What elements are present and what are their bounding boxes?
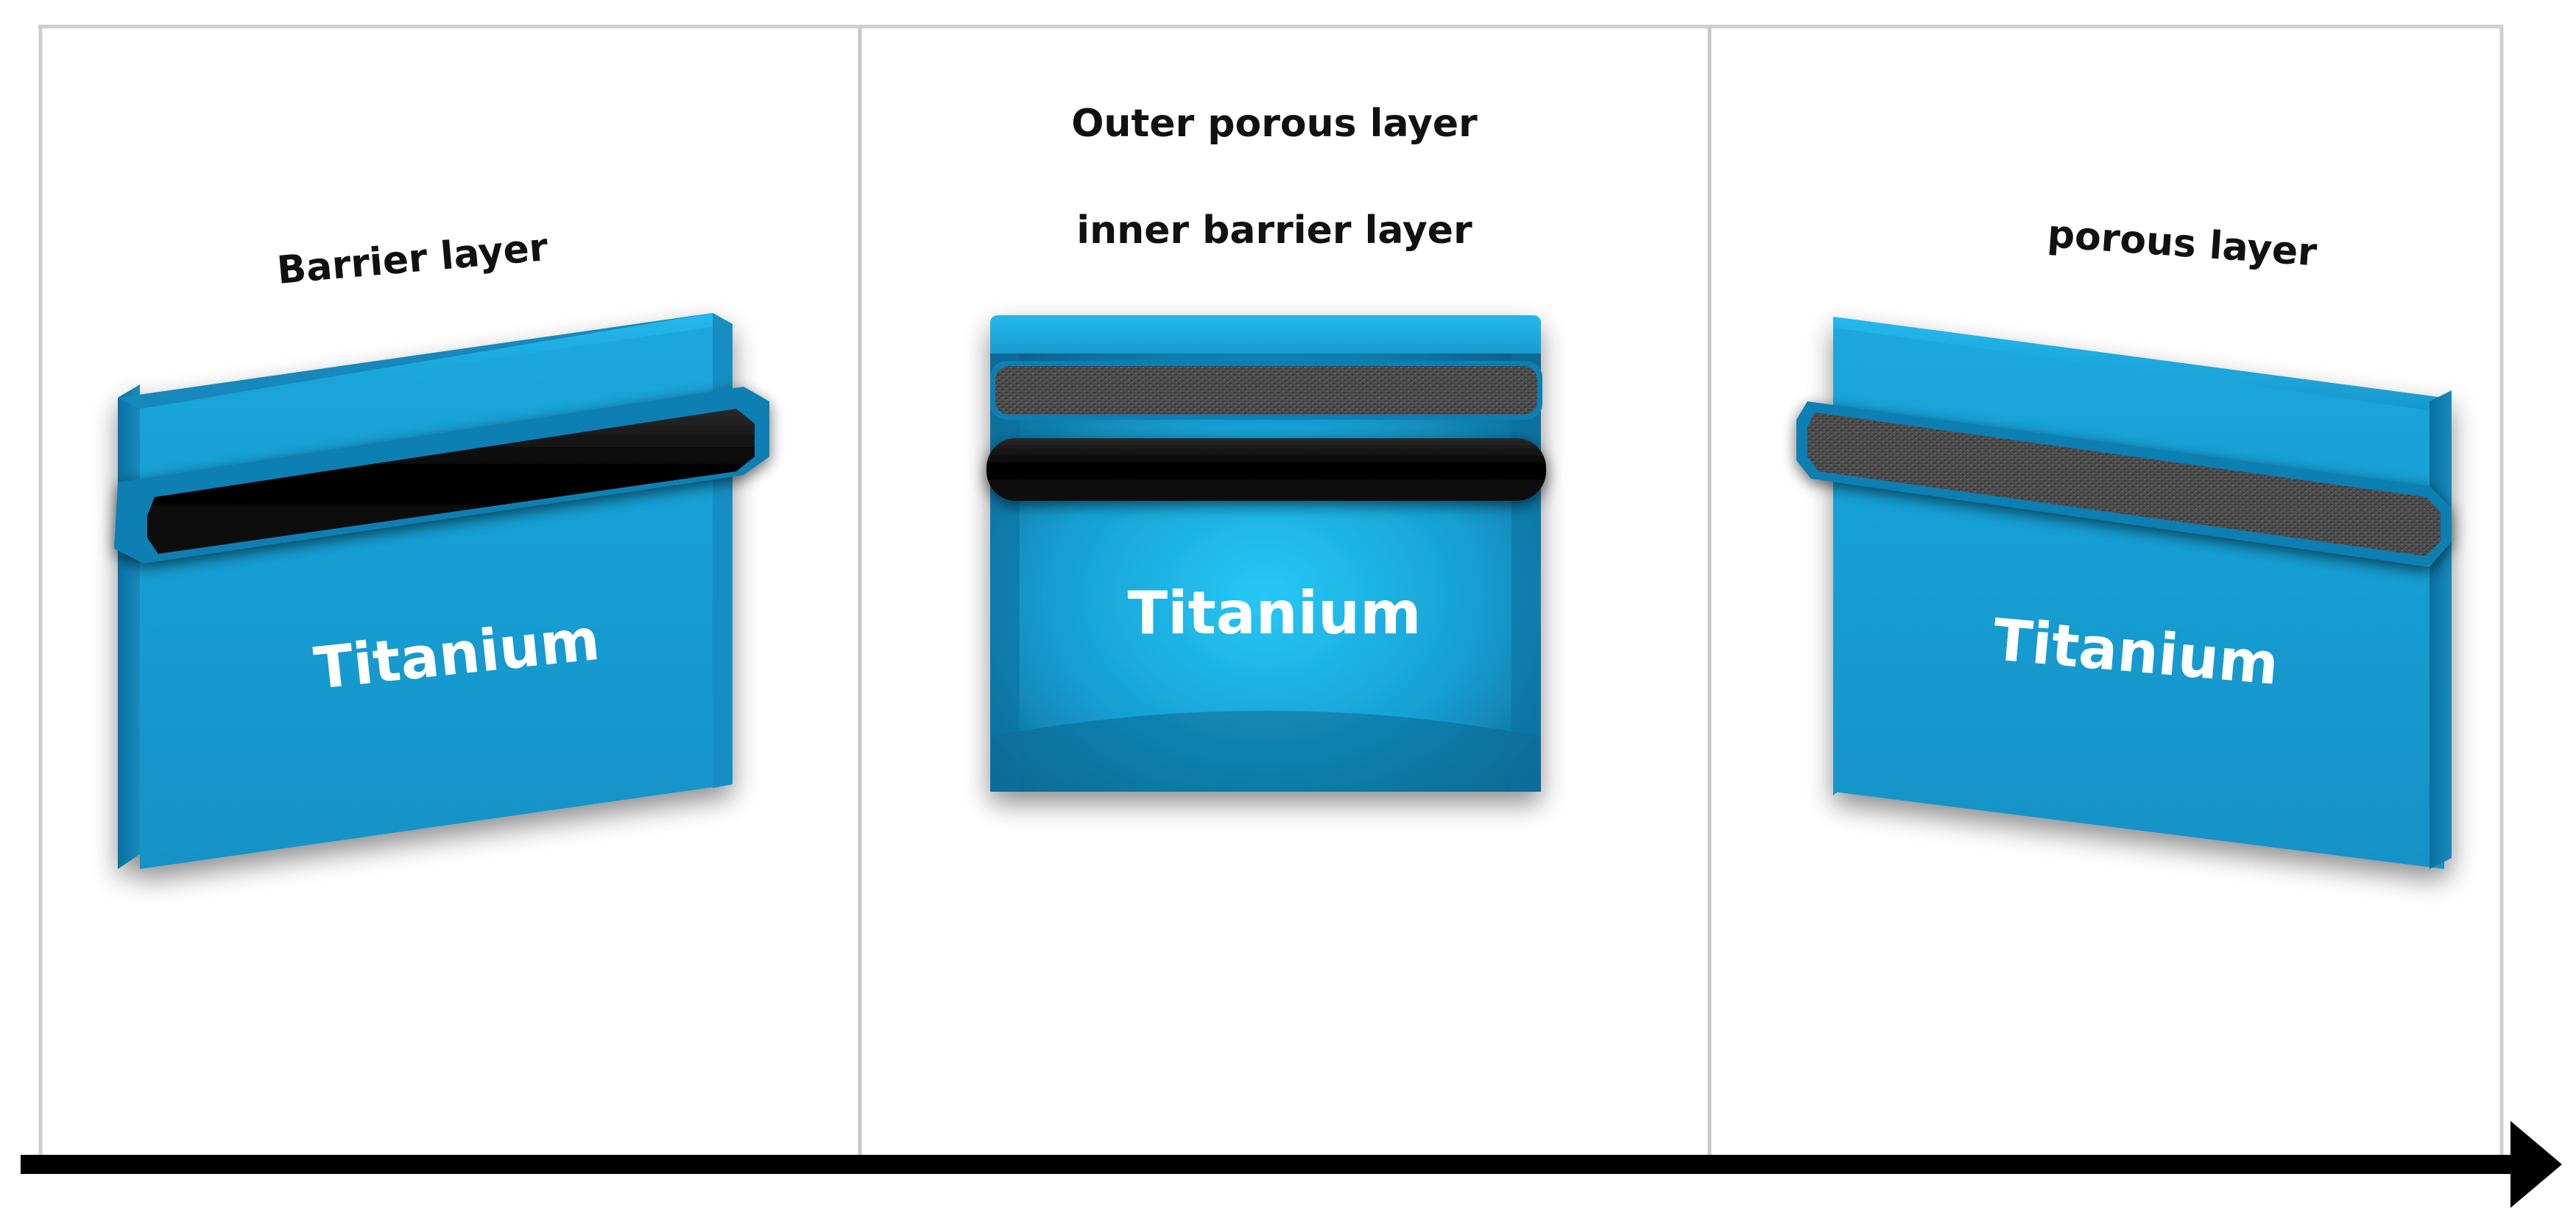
panel-3-label: porous layer	[2046, 212, 2318, 275]
panel-frame	[38, 24, 2504, 1156]
panel-2-metal-label: Titanium	[1128, 579, 1422, 647]
barrier-layer-1	[114, 387, 769, 563]
barrier-layer-2	[987, 438, 1546, 501]
porous-layer-3	[1796, 401, 2452, 567]
panel-1-label: Barrier layer	[275, 225, 550, 293]
titanium-block-1	[118, 313, 733, 869]
arrowhead-icon	[2510, 1121, 2562, 1208]
titanium-block-3	[1833, 317, 2452, 869]
panel-2-label-top: Outer porous layer	[1071, 102, 1478, 146]
panel-outer-porous-inner-barrier: Outer porous layer inner barrier layer T…	[987, 102, 1546, 792]
panel-porous: porous layer Titanium	[1796, 212, 2452, 869]
process-arrow	[21, 1121, 2562, 1208]
porous-layer-2	[990, 361, 1542, 420]
panel-barrier: Barrier layer Titanium	[114, 225, 769, 869]
panel-2-label-bottom: inner barrier layer	[1076, 208, 1472, 253]
